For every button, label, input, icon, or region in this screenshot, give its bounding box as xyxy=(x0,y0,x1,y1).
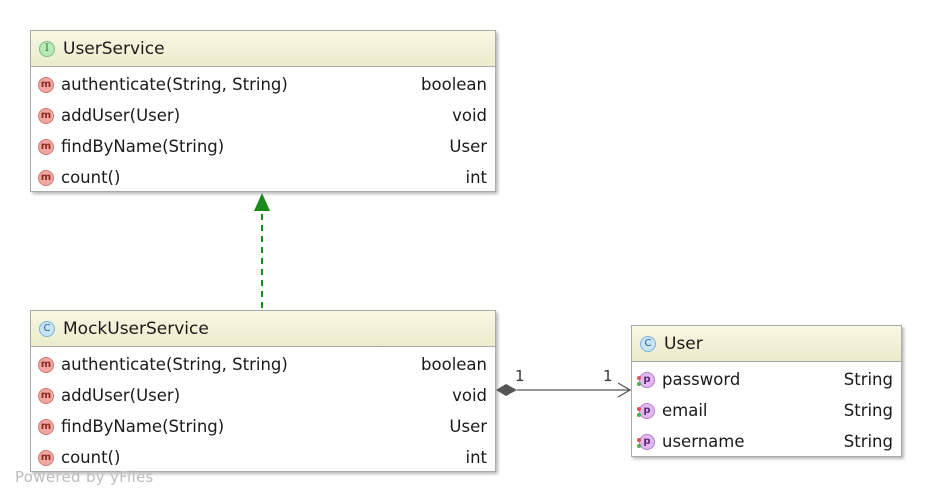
member-row[interactable]: m addUser(User) void xyxy=(31,100,495,131)
member-row[interactable]: m count() int xyxy=(31,442,495,473)
class-title: User xyxy=(664,333,703,354)
method-icon: m xyxy=(38,169,54,186)
member-name: findByName(String) xyxy=(61,137,225,156)
member-type: User xyxy=(449,417,487,436)
class-box-user[interactable]: C User p password String p email String … xyxy=(631,325,902,457)
class-title: UserService xyxy=(63,38,165,59)
class-icon: C xyxy=(640,335,656,352)
field-icon: p xyxy=(637,433,655,450)
method-icon: m xyxy=(38,107,54,124)
composition-arrowhead xyxy=(617,382,632,398)
field-icon: p xyxy=(637,371,655,388)
member-name: password xyxy=(662,370,741,389)
member-row[interactable]: p username String xyxy=(632,426,901,457)
composition-diamond xyxy=(496,384,517,396)
source-multiplicity: 1 xyxy=(515,367,525,385)
member-type: User xyxy=(449,137,487,156)
member-type: boolean xyxy=(421,75,487,94)
class-title: MockUserService xyxy=(63,318,209,339)
member-row[interactable]: p email String xyxy=(632,395,901,426)
member-row[interactable]: m findByName(String) User xyxy=(31,131,495,162)
member-name: count() xyxy=(61,448,121,467)
class-box-mock-user-service[interactable]: C MockUserService m authenticate(String,… xyxy=(30,310,496,472)
member-type: void xyxy=(452,106,487,125)
class-header: C MockUserService xyxy=(31,311,495,347)
member-name: email xyxy=(662,401,708,420)
member-type: String xyxy=(843,432,893,451)
member-type: boolean xyxy=(421,355,487,374)
interface-icon: I xyxy=(39,40,55,57)
method-icon: m xyxy=(38,356,54,373)
method-icon: m xyxy=(38,418,54,435)
member-type: int xyxy=(465,168,487,187)
target-multiplicity: 1 xyxy=(603,367,613,385)
member-name: addUser(User) xyxy=(61,386,181,405)
method-icon: m xyxy=(38,387,54,404)
member-name: addUser(User) xyxy=(61,106,181,125)
class-header: C User xyxy=(632,326,901,362)
member-row[interactable]: m authenticate(String, String) boolean xyxy=(31,349,495,380)
method-icon: m xyxy=(38,76,54,93)
member-type: String xyxy=(843,370,893,389)
member-type: int xyxy=(465,448,487,467)
watermark: Powered by yFiles xyxy=(15,468,154,486)
member-row[interactable]: m authenticate(String, String) boolean xyxy=(31,69,495,100)
class-box-user-service[interactable]: I UserService m authenticate(String, Str… xyxy=(30,30,496,192)
member-name: findByName(String) xyxy=(61,417,225,436)
member-name: authenticate(String, String) xyxy=(61,75,288,94)
member-row[interactable]: p password String xyxy=(632,364,901,395)
realization-arrowhead xyxy=(254,193,270,211)
member-type: void xyxy=(452,386,487,405)
method-icon: m xyxy=(38,449,54,466)
class-icon: C xyxy=(39,320,55,337)
member-name: username xyxy=(662,432,745,451)
member-row[interactable]: m addUser(User) void xyxy=(31,380,495,411)
method-icon: m xyxy=(38,138,54,155)
member-name: count() xyxy=(61,168,121,187)
member-row[interactable]: m findByName(String) User xyxy=(31,411,495,442)
member-name: authenticate(String, String) xyxy=(61,355,288,374)
member-type: String xyxy=(843,401,893,420)
field-icon: p xyxy=(637,402,655,419)
class-header: I UserService xyxy=(31,31,495,67)
member-row[interactable]: m count() int xyxy=(31,162,495,193)
